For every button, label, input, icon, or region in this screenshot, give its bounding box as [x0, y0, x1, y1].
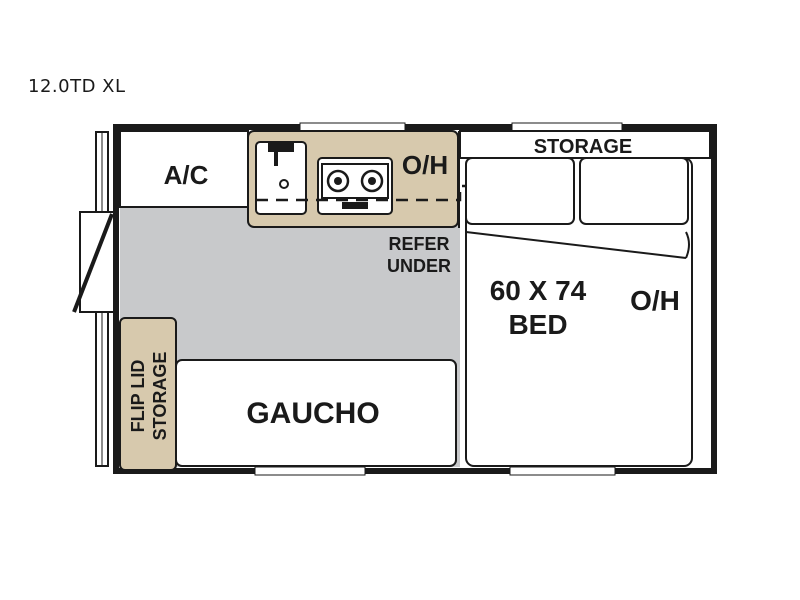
pillow-left	[465, 157, 575, 225]
refer-label-line2: UNDER	[387, 256, 451, 276]
bed-overhead-label: O/H	[630, 285, 680, 316]
gaucho-label: GAUCHO	[246, 397, 379, 430]
ac-label: A/C	[164, 160, 209, 190]
sink	[255, 141, 307, 215]
flip-lid-label-line1: FLIP LID	[128, 360, 148, 433]
model-title: 12.0TD XL	[28, 76, 126, 97]
ac-cabinet	[119, 130, 249, 208]
refer-label-line1: REFER	[388, 234, 449, 254]
pillow-right	[579, 157, 689, 225]
bed-size-label: 60 X 74	[490, 275, 587, 306]
storage-label: STORAGE	[534, 136, 633, 158]
stove	[317, 157, 393, 215]
bed-label: BED	[508, 309, 567, 340]
exterior-wall	[113, 124, 717, 474]
window-bottom-gaucho	[254, 466, 366, 476]
flip-lid-label-line2: STORAGE	[150, 352, 170, 441]
flip-lid-storage	[119, 317, 177, 471]
window-top-bed	[511, 122, 623, 132]
window-bottom-bed	[509, 466, 616, 476]
bed	[465, 157, 693, 467]
storage-shelf	[459, 130, 711, 159]
bed-sheet-fold	[465, 231, 687, 259]
window-top-galley	[299, 122, 406, 132]
entry-door	[72, 211, 115, 313]
galley-overhead-label: O/H	[402, 150, 448, 180]
